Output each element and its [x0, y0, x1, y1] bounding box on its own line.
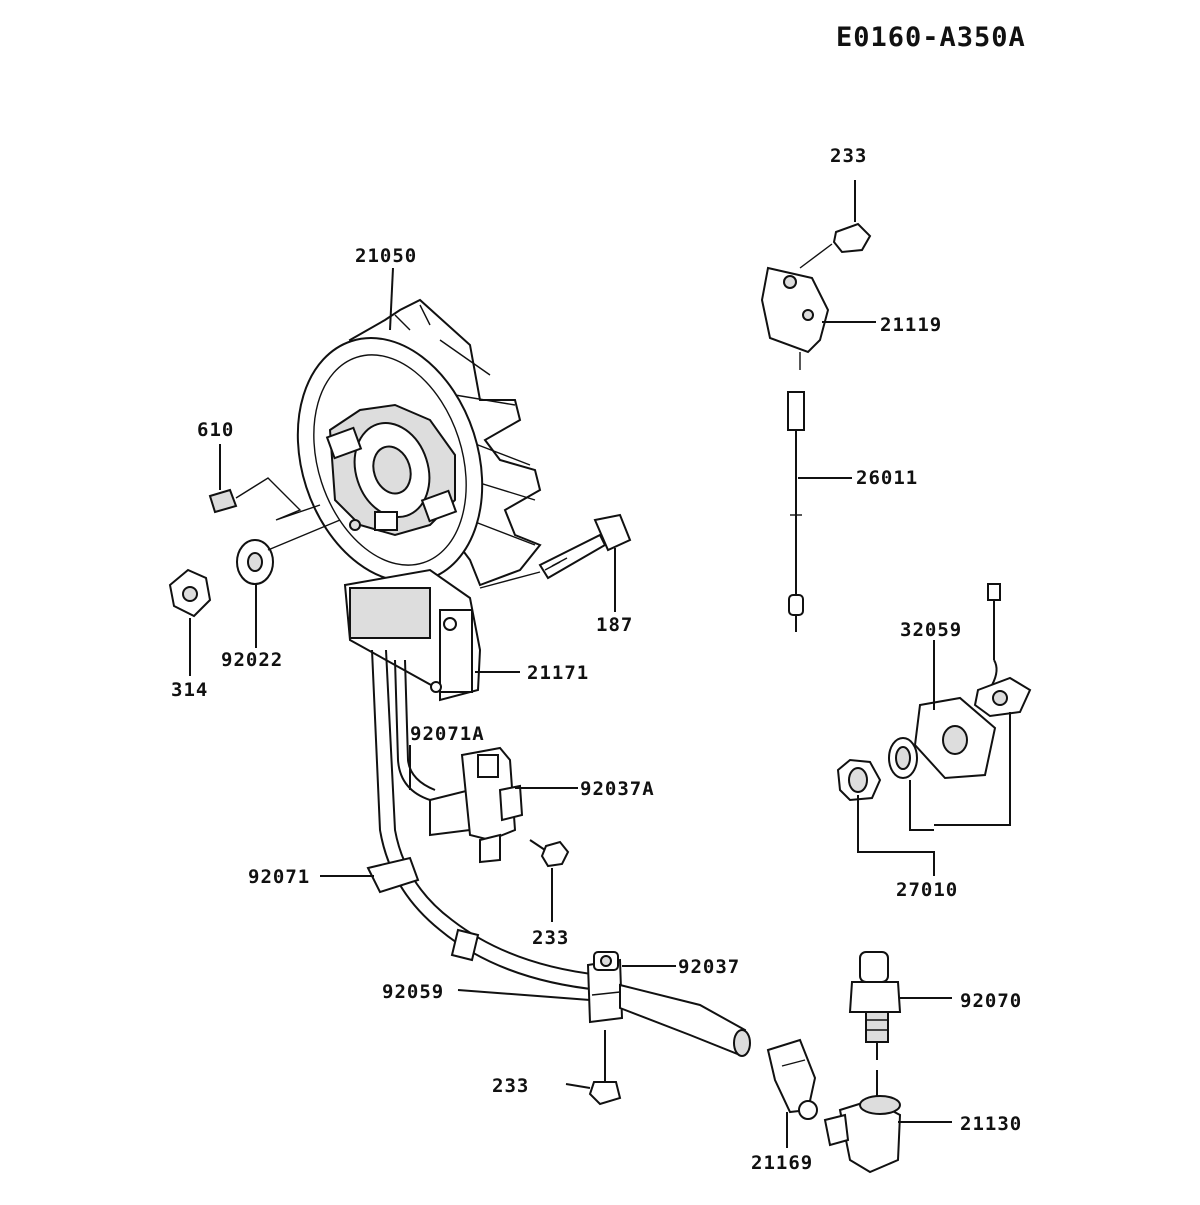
- label-92071A: 92071A: [410, 723, 485, 745]
- clamp-bracket-drawing: [429, 746, 524, 864]
- label-92071: 92071: [248, 866, 310, 888]
- label-92037: 92037: [678, 956, 740, 978]
- label-233-top: 233: [830, 145, 867, 167]
- label-233-bottom: 233: [492, 1075, 529, 1097]
- label-21050: 21050: [355, 245, 417, 267]
- bolt-233-lower-drawing: [529, 839, 570, 868]
- label-187: 187: [596, 614, 633, 636]
- ignition-module-drawing: [760, 180, 872, 632]
- label-21171: 21171: [527, 662, 589, 684]
- clamp-92037-drawing: [586, 951, 751, 1106]
- label-92037A: 92037A: [580, 778, 655, 800]
- label-610: 610: [197, 419, 234, 441]
- label-27010: 27010: [896, 879, 958, 901]
- label-32059: 32059: [900, 619, 962, 641]
- flywheel-drawing: [296, 298, 542, 587]
- label-21130: 21130: [960, 1113, 1022, 1135]
- label-92070: 92070: [960, 990, 1022, 1012]
- label-92022: 92022: [221, 649, 283, 671]
- ignition-coil-drawing: [343, 568, 601, 991]
- terminal-21169-drawing: [766, 1038, 818, 1120]
- label-26011: 26011: [856, 467, 918, 489]
- spark-plug-drawing: [823, 951, 902, 1174]
- diagram-code: E0160-A350A: [836, 22, 1026, 53]
- fasteners-drawing: [168, 477, 632, 618]
- leader-lines: [189, 267, 1011, 1148]
- label-233-lower: 233: [532, 927, 569, 949]
- switch-assembly-drawing: [836, 583, 1032, 802]
- label-21169: 21169: [751, 1152, 813, 1174]
- label-21119: 21119: [880, 314, 942, 336]
- label-92059: 92059: [382, 981, 444, 1003]
- label-314: 314: [171, 679, 208, 701]
